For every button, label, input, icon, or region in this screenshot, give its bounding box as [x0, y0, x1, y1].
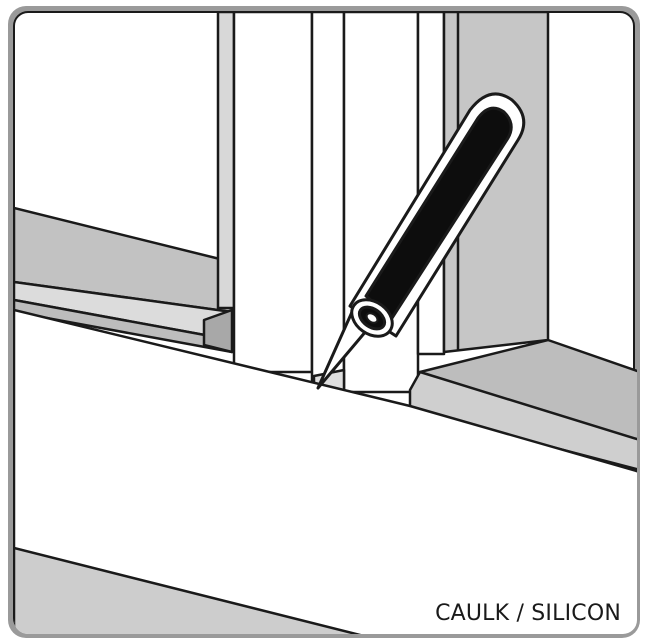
mullion-center: [312, 12, 344, 386]
left-frame-post: [218, 12, 234, 308]
caption-label: CAULK / SILICON: [435, 601, 621, 626]
mullion-left: [234, 12, 312, 372]
